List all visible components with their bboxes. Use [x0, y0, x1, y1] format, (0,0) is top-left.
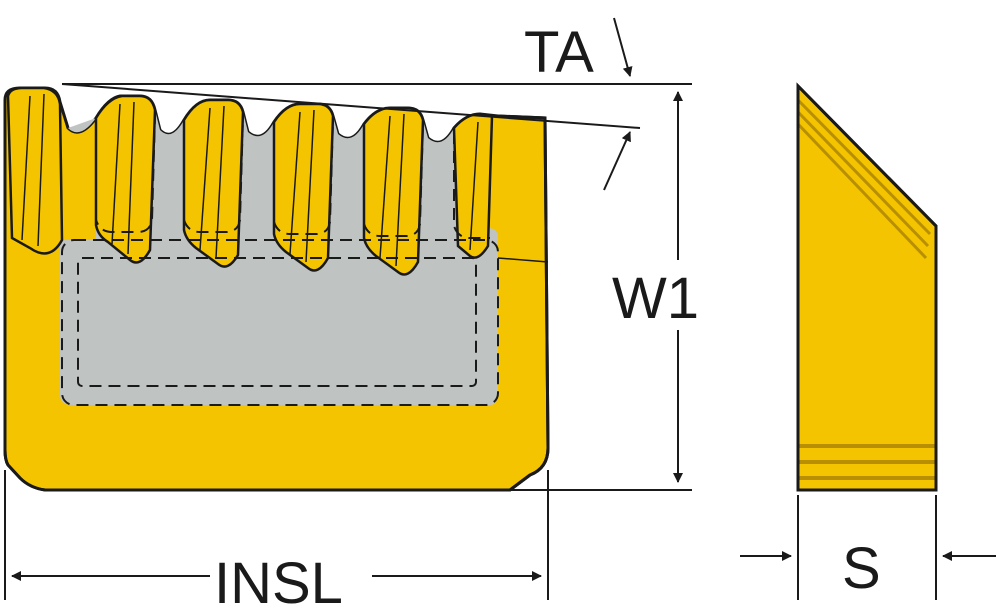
dimension-insl — [4, 470, 549, 600]
insl-label: INSL — [214, 551, 343, 613]
insert-side-view — [796, 82, 938, 492]
side-bevel-lines — [796, 98, 932, 260]
tooth-6 — [452, 112, 494, 259]
ta-label: TA — [524, 20, 594, 85]
dimension-ta — [61, 17, 692, 191]
side-outline — [796, 82, 938, 492]
insert-outline — [3, 100, 550, 492]
thread-teeth — [6, 86, 494, 276]
ta-taper-line — [61, 83, 641, 129]
hidden-lines — [61, 115, 499, 406]
tooth-2 — [94, 94, 157, 264]
insert-front-view — [3, 86, 550, 492]
profile-reference-line — [497, 257, 549, 263]
s-label: S — [842, 536, 881, 601]
dimension-w1 — [510, 91, 692, 491]
w1-label: W1 — [612, 266, 699, 331]
side-base-lines — [798, 444, 936, 480]
tooth-1 — [6, 86, 64, 255]
tooth-5 — [362, 106, 425, 276]
tooth-4 — [272, 102, 335, 272]
ta-arrow-bottom — [603, 131, 631, 191]
ta-arrow-top — [613, 17, 633, 77]
dimension-s — [740, 495, 996, 600]
tooth-3 — [182, 98, 245, 268]
